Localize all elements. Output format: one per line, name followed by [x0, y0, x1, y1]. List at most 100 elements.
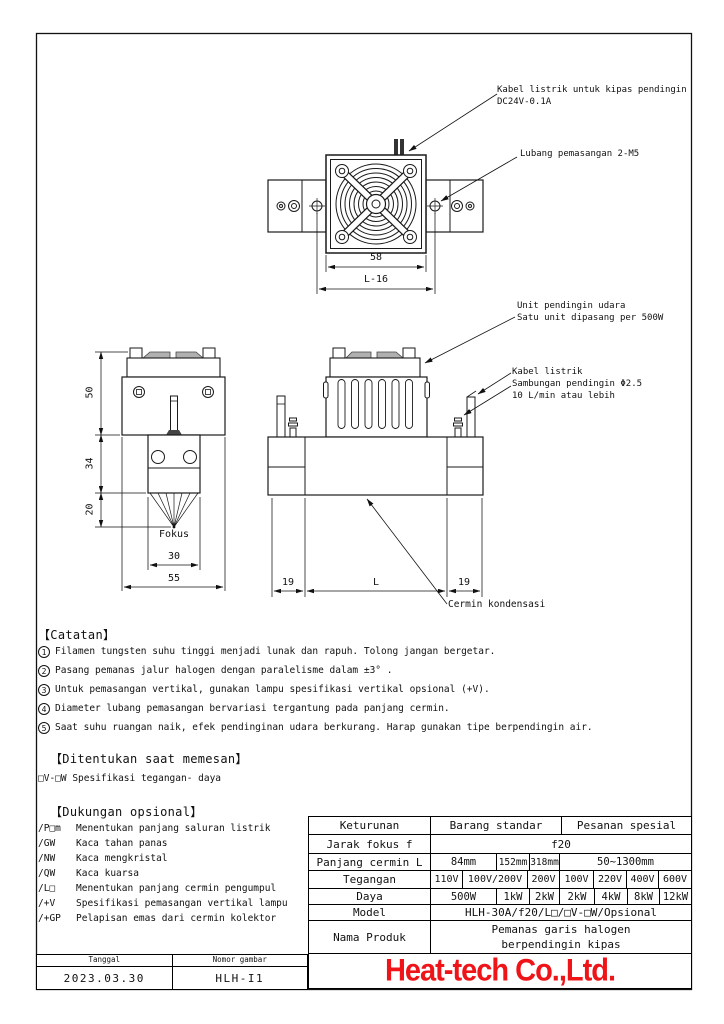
note-text: Diameter lubang pemasangan bervariasi te… [55, 703, 450, 714]
row-label: Jarak fokus f [326, 837, 413, 851]
title-block: Tanggal 2023.03.30 Nomor gambar HLH-I1 [36, 954, 308, 990]
note-number: 4 [38, 703, 50, 715]
option-code: /P□m [38, 823, 61, 834]
table-cell: 12kW [659, 889, 691, 904]
table-cell: 84mm [430, 854, 496, 870]
table-row-product: Nama Produk Pemanas garis halogen berpen… [309, 920, 691, 953]
table-cell: HLH-30A/f20/L□/□V-□W/Opsional [430, 905, 691, 920]
option-text: Pelapisan emas dari cermin kolektor [76, 913, 277, 924]
fan-cable-line2: DC24V-0.1A [497, 97, 552, 107]
dim-fan-hole-span: L-16 [363, 274, 389, 285]
note-item: 2 Pasang pemanas jalur halogen dengan pa… [38, 665, 593, 684]
table-row: Keturunan Barang standar Pesanan spesial [309, 817, 691, 834]
focus-label: Fokus [158, 529, 190, 540]
table-cell: 200V [527, 871, 559, 888]
option-item: /+GP Pelapisan emas dari cermin kolektor [38, 912, 288, 927]
note-number: 3 [38, 684, 50, 696]
fan-cable-line1: Kabel listrik untuk kipas pendingin [497, 85, 687, 95]
power-cable-callout: Kabel listrik [512, 367, 583, 377]
dim-front-left: 19 [281, 577, 295, 588]
table-cell: f20 [430, 835, 691, 853]
table-cell: 318mm [529, 854, 559, 870]
table-cell: 100V [559, 871, 593, 888]
note-item: 3 Untuk pemasangan vertikal, gunakan lam… [38, 684, 593, 703]
row-label: Keturunan [339, 819, 400, 832]
row-label: Nama Produk [333, 930, 406, 944]
table-cell: 2kW [529, 889, 559, 904]
table-cell: Barang standar [430, 817, 561, 834]
product-name-cell: Pemanas garis halogen berpendingin kipas [430, 921, 691, 953]
table-cell: 220V [593, 871, 626, 888]
dim-fan-width: 58 [369, 252, 383, 263]
drawing-number-column: Nomor gambar HLH-I1 [171, 955, 307, 989]
spec-table: Keturunan Barang standar Pesanan spesial… [308, 816, 692, 989]
option-text: Spesifikasi pemasangan vertikal lampu [76, 898, 288, 909]
cooling-unit-callout: Unit pendingin udara Satu unit dipasang … [517, 300, 663, 324]
table-row: Jarak fokus f f20 [309, 834, 691, 853]
options-section: 【Dukungan opsional】 /P□m Menentukan panj… [38, 805, 288, 927]
coolant-callout: Sambungan pendingin Φ2.5 10 L/min atau l… [512, 378, 642, 402]
option-code: /GW [38, 838, 56, 849]
dimension-lines [95, 213, 483, 597]
table-cell: 500W [430, 889, 496, 904]
heater-side-view-drawing [121, 347, 226, 529]
note-number: 5 [38, 722, 50, 734]
dim-side-focus: 20 [84, 503, 96, 516]
option-text: Kaca mengkristal [76, 853, 168, 864]
option-code: /+GP [38, 913, 61, 924]
option-code: /QW [38, 868, 56, 879]
coolant-line1: Sambungan pendingin Φ2.5 [512, 379, 643, 389]
option-text: Menentukan panjang cermin pengumpul [76, 883, 277, 894]
row-label: Model [352, 906, 387, 919]
note-item: 1 Filamen tungsten suhu tinggi menjadi l… [38, 646, 593, 665]
fan-cable-callout: Kabel listrik untuk kipas pendingin DC24… [497, 84, 687, 108]
dim-side-mid: 34 [84, 457, 96, 470]
date-value: 2023.03.30 [63, 971, 145, 985]
row-label: Panjang cermin L [316, 855, 423, 869]
cooling-unit-line2: Satu unit dipasang per 500W [517, 313, 664, 323]
table-cell: 152mm [496, 854, 529, 870]
note-text: Saat suhu ruangan naik, efek pendinginan… [55, 722, 593, 733]
note-number: 1 [38, 646, 50, 658]
option-item: /NW Kaca mengkristal [38, 852, 288, 867]
option-item: /QW Kaca kuarsa [38, 867, 288, 882]
option-code: /L□ [38, 883, 56, 894]
option-code: /NW [38, 853, 56, 864]
condensing-mirror-callout: Cermin kondensasi [448, 599, 546, 610]
note-item: 4 Diameter lubang pemasangan bervariasi … [38, 703, 593, 722]
sheet-frame [35, 32, 693, 991]
table-cell: 100V/200V [462, 871, 527, 888]
table-row: Tegangan 110V 100V/200V 200V 100V 220V 4… [309, 870, 691, 888]
option-text: Kaca tahan panas [76, 838, 168, 849]
option-text: Menentukan panjang saluran listrik [76, 823, 271, 834]
table-row: Daya 500W 1kW 2kW 2kW 4kW 8kW 12kW [309, 888, 691, 904]
notes-title: 【Catatan】 [38, 628, 116, 642]
dim-front-mirror: L [372, 577, 380, 588]
order-spec-title: 【Ditentukan saat memesan】 [50, 752, 248, 766]
table-cell: 600V [658, 871, 691, 888]
drawing-number-value: HLH-I1 [215, 971, 265, 985]
dim-focus-width: 30 [167, 551, 181, 562]
drawing-number-label: Nomor gambar [172, 955, 307, 967]
table-cell: 4kW [594, 889, 627, 904]
dim-side-top: 50 [84, 386, 96, 399]
row-label: Tegangan [343, 873, 396, 886]
note-text: Pasang pemanas jalur halogen dengan para… [55, 665, 393, 676]
table-cell: Pesanan spesial [561, 817, 691, 834]
table-cell: 8kW [627, 889, 659, 904]
leader-lines [366, 93, 518, 605]
dim-side-total: 55 [167, 573, 181, 584]
table-cell: 2kW [559, 889, 594, 904]
note-item: 5 Saat suhu ruangan naik, efek pendingin… [38, 722, 593, 741]
row-label: Daya [356, 890, 383, 903]
table-row: Model HLH-30A/f20/L□/□V-□W/Opsional [309, 904, 691, 920]
table-cell: 1kW [496, 889, 529, 904]
note-number: 2 [38, 665, 50, 677]
product-name-line2: berpendingin kipas [501, 938, 621, 951]
fan-top-view-drawing [267, 139, 484, 254]
table-cell: 400V [626, 871, 658, 888]
company-logo-row: Heat-tech Co.,Ltd. [309, 953, 691, 988]
note-text: Filamen tungsten suhu tinggi menjadi lun… [55, 646, 496, 657]
